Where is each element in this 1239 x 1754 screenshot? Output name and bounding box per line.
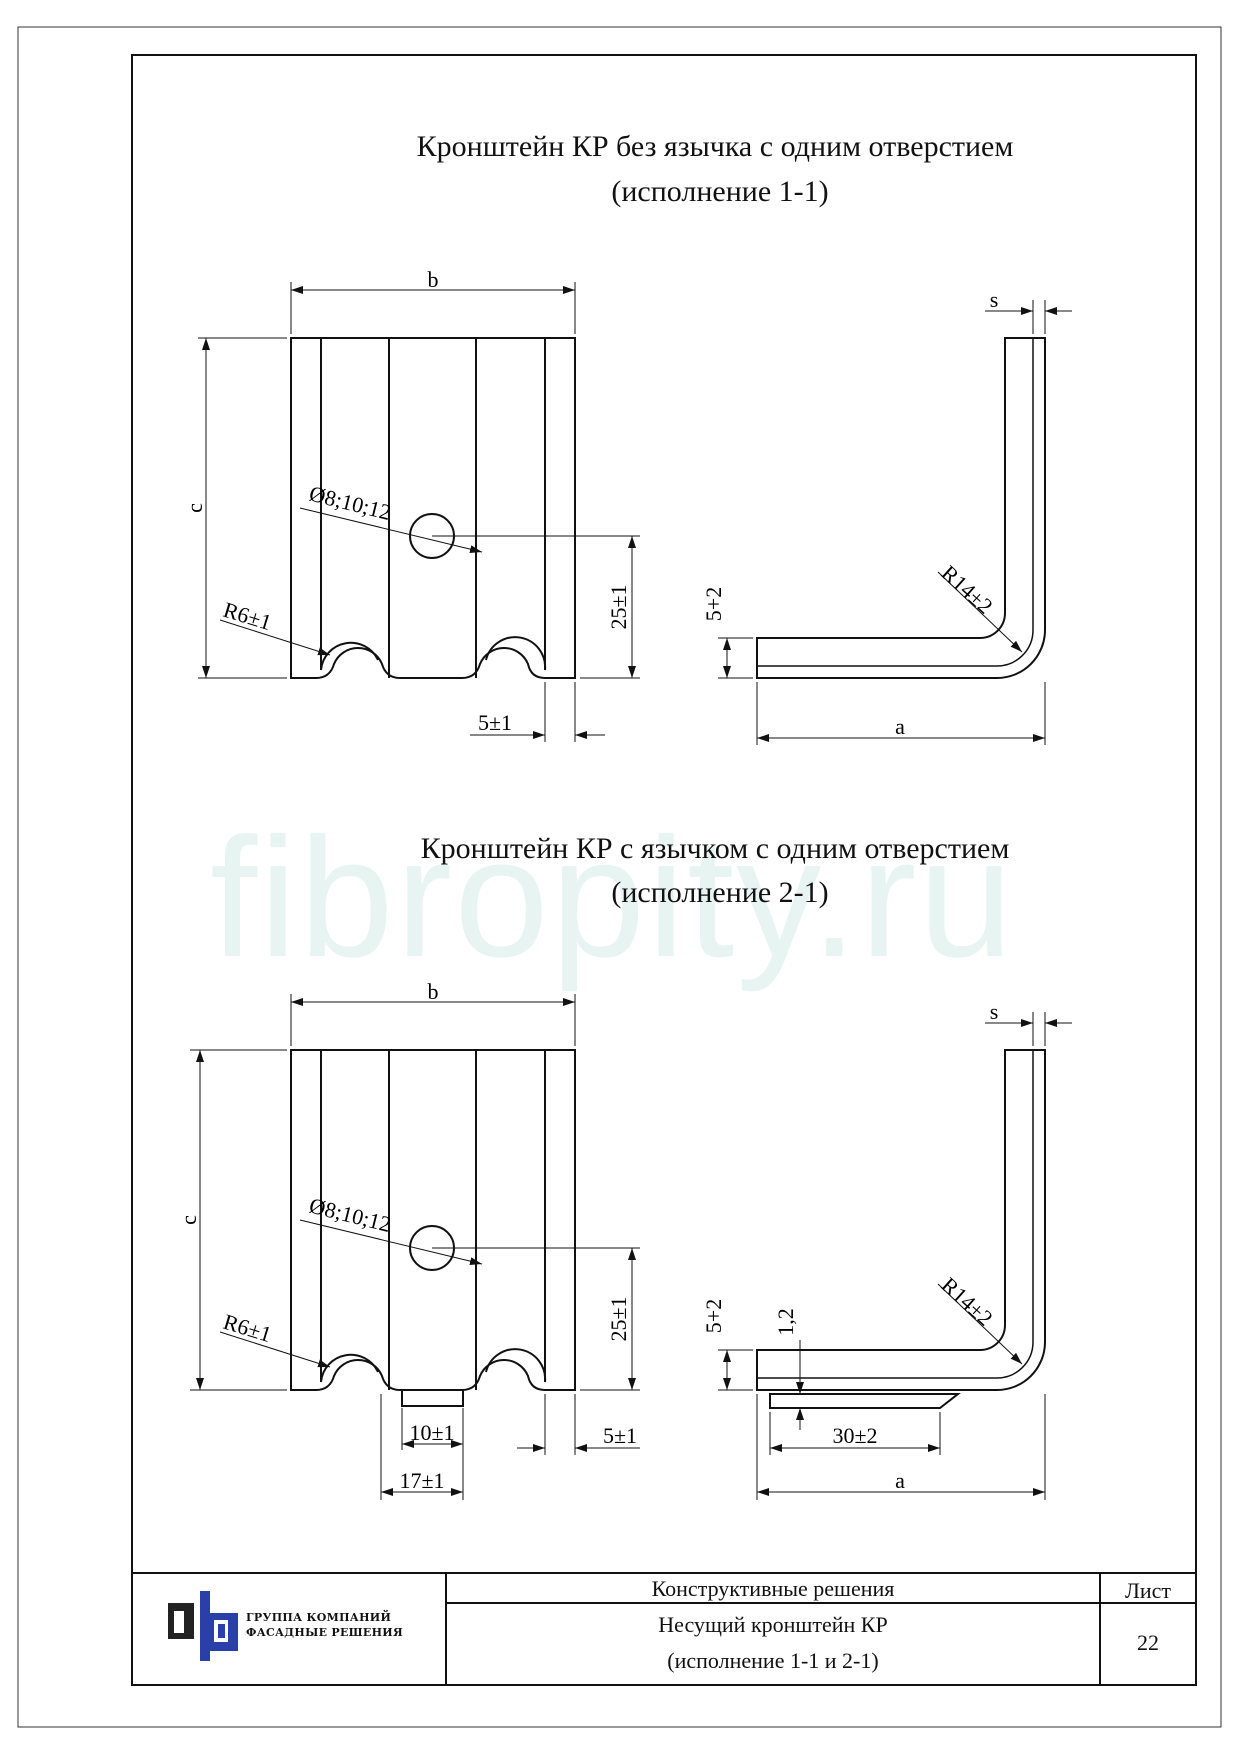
section1-subtitle: (исполнение 1-1) xyxy=(611,175,829,208)
section1-front-view xyxy=(290,337,576,679)
s2-dim-tongue-thickness: 1,2 xyxy=(773,1308,798,1336)
s2-dim-flange: 5+2 xyxy=(701,1299,726,1333)
company-name-line1: ГРУППА КОМПАНИЙ xyxy=(246,1611,392,1624)
s1-dim-r-notch: R6±1 xyxy=(221,597,275,635)
s2-dim-r-bend: R14±2 xyxy=(937,1272,998,1331)
title-block-sheet-number: 22 xyxy=(1137,1630,1159,1655)
title-block-name-line1: Несущий кронштейн КР xyxy=(658,1612,888,1637)
s2-dim-tongue-width: 10±1 xyxy=(409,1420,454,1445)
s2-dim-edge: 5±1 xyxy=(603,1423,637,1448)
section2-subtitle: (исполнение 2-1) xyxy=(611,876,829,909)
title-block-lines xyxy=(132,1572,1196,1685)
s1-dim-hole: Ø8;10;12 xyxy=(307,481,394,525)
s2-dim-a: a xyxy=(895,1468,905,1493)
section1-front-dims xyxy=(198,282,640,742)
s2-dim-tongue-position: 17±1 xyxy=(399,1468,444,1493)
watermark: fibropity.ru xyxy=(210,803,1016,993)
s1-dim-c: c xyxy=(182,503,207,513)
s2-dim-s: s xyxy=(990,999,999,1024)
s2-dim-hole: Ø8;10;12 xyxy=(307,1193,394,1237)
s1-dim-hole-height: 25±1 xyxy=(606,584,631,629)
s1-dim-s: s xyxy=(990,287,999,312)
s1-dim-a: a xyxy=(895,714,905,739)
s2-dim-r-notch: R6±1 xyxy=(221,1309,275,1347)
company-name-line2: ФАСАДНЫЕ РЕШЕНИЯ xyxy=(246,1626,403,1639)
section2-side-dims xyxy=(718,1012,1072,1500)
s1-dim-edge: 5±1 xyxy=(478,710,512,735)
s1-dim-flange: 5+2 xyxy=(701,587,726,621)
section1-side-view xyxy=(756,337,1046,679)
title-block-section: Конструктивные решения xyxy=(651,1576,895,1601)
section1-side-dims xyxy=(718,300,1072,745)
section2-front-view xyxy=(290,1049,576,1407)
outer-frame xyxy=(17,26,1222,1728)
section2-front-dims xyxy=(190,994,640,1500)
s2-dim-b: b xyxy=(428,979,439,1004)
s1-dim-r-bend: R14±2 xyxy=(937,560,998,619)
section2-title: Кронштейн КР с язычком с одним отверстие… xyxy=(420,832,1010,865)
section1-title: Кронштейн КР без язычка с одним отверсти… xyxy=(416,130,1014,163)
section2-side-view xyxy=(756,1049,1046,1409)
s1-dim-b: b xyxy=(428,267,439,292)
title-block-name-line2: (исполнение 1-1 и 2-1) xyxy=(667,1648,879,1673)
s2-dim-hole-height: 25±1 xyxy=(606,1296,631,1341)
s2-dim-tongue-length: 30±2 xyxy=(832,1423,877,1448)
inner-frame xyxy=(131,54,1197,1686)
title-block-sheet-label: Лист xyxy=(1124,1578,1172,1603)
company-logo-icon xyxy=(168,1591,238,1661)
s2-dim-c: c xyxy=(176,1215,201,1225)
